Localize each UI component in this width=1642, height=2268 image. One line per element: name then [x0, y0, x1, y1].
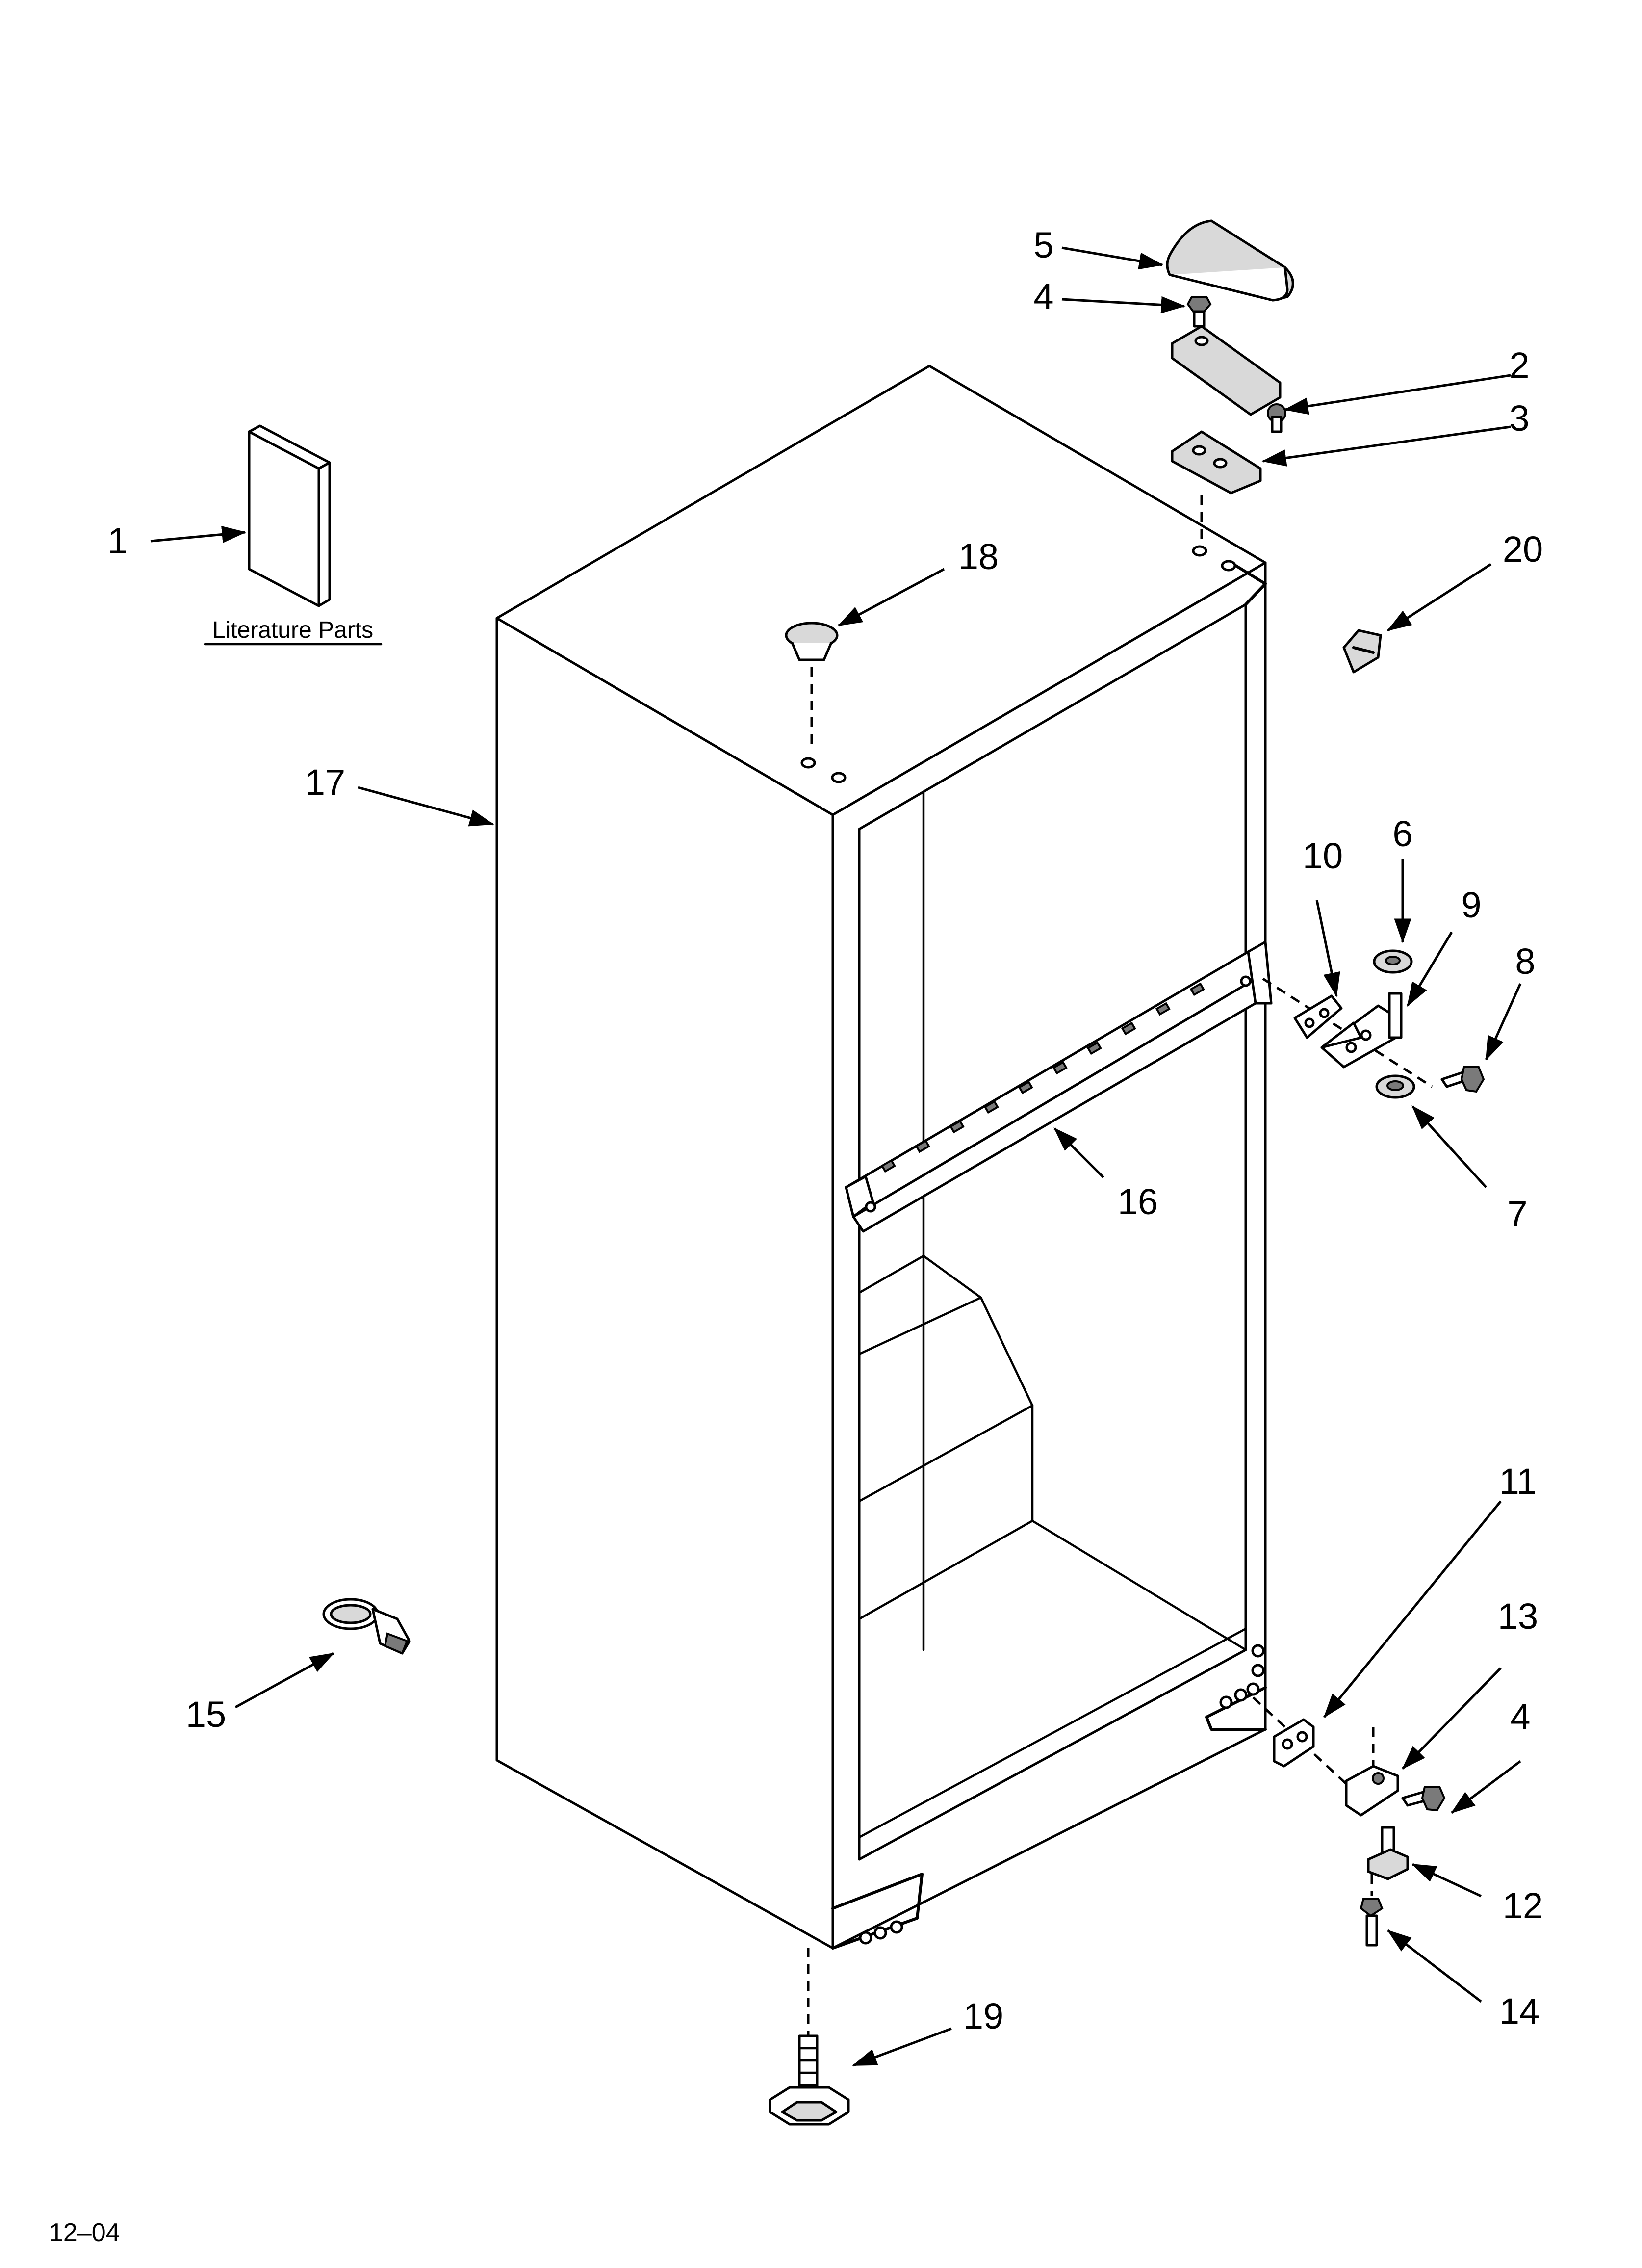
callout-7: 7: [1507, 1194, 1527, 1234]
center-hinge-shim: [1293, 994, 1343, 1039]
leveling-leg: [769, 1948, 850, 2126]
cable-clamp: [322, 1598, 411, 1655]
callout-10: 10: [1303, 835, 1343, 876]
hinge-pin-screw: [1360, 1898, 1384, 1917]
literature-caption: Literature Parts: [204, 617, 383, 646]
callout-5: 5: [1033, 225, 1053, 265]
rail-slots: [880, 982, 1205, 1173]
callout-2: 2: [1509, 345, 1529, 386]
hinge-cover: [1166, 219, 1294, 302]
hinge-clip: [1342, 629, 1382, 674]
callout-4-bottom: 4: [1510, 1696, 1530, 1737]
literature-parts-booklet: [248, 424, 331, 607]
callout-8: 8: [1515, 941, 1535, 982]
callout-16: 16: [1118, 1181, 1158, 1222]
center-rail: [845, 940, 1273, 1233]
callout-6: 6: [1392, 813, 1412, 854]
top-hinge: [1171, 325, 1286, 433]
callout-13: 13: [1498, 1596, 1538, 1637]
revision-code: 12–04: [49, 2218, 120, 2247]
refrigerator-cabinet: [495, 365, 1267, 1950]
hinge-shim: [1171, 430, 1262, 540]
callout-4-top: 4: [1033, 276, 1053, 317]
callout-11: 11: [1499, 1461, 1537, 1502]
literature-parts-label: Literature Parts: [212, 617, 373, 643]
hole-plug: [785, 622, 839, 746]
callout-14: 14: [1499, 1991, 1539, 2032]
callout-19: 19: [963, 1996, 1003, 2036]
callout-12: 12: [1503, 1885, 1543, 1926]
callout-18: 18: [958, 536, 999, 577]
hinge-screw-top: [1186, 296, 1212, 328]
lower-hinge-bracket: [1345, 1765, 1399, 1817]
callout-9: 9: [1461, 885, 1481, 925]
center-hinge-assembly: [1262, 949, 1485, 1099]
lower-hinge-assembly: [1252, 1696, 1446, 1947]
callout-labels: 1 2 3 4 5 6 7 8 9 10 11 12 13 4 14 15 16…: [107, 225, 1543, 2036]
callout-20: 20: [1503, 529, 1543, 570]
callout-1: 1: [107, 521, 128, 561]
leader-lines: [150, 246, 1522, 2067]
callout-3: 3: [1509, 398, 1529, 439]
callout-15: 15: [186, 1694, 226, 1735]
callout-17: 17: [305, 762, 345, 803]
lower-hinge-shim: [1273, 1718, 1315, 1768]
